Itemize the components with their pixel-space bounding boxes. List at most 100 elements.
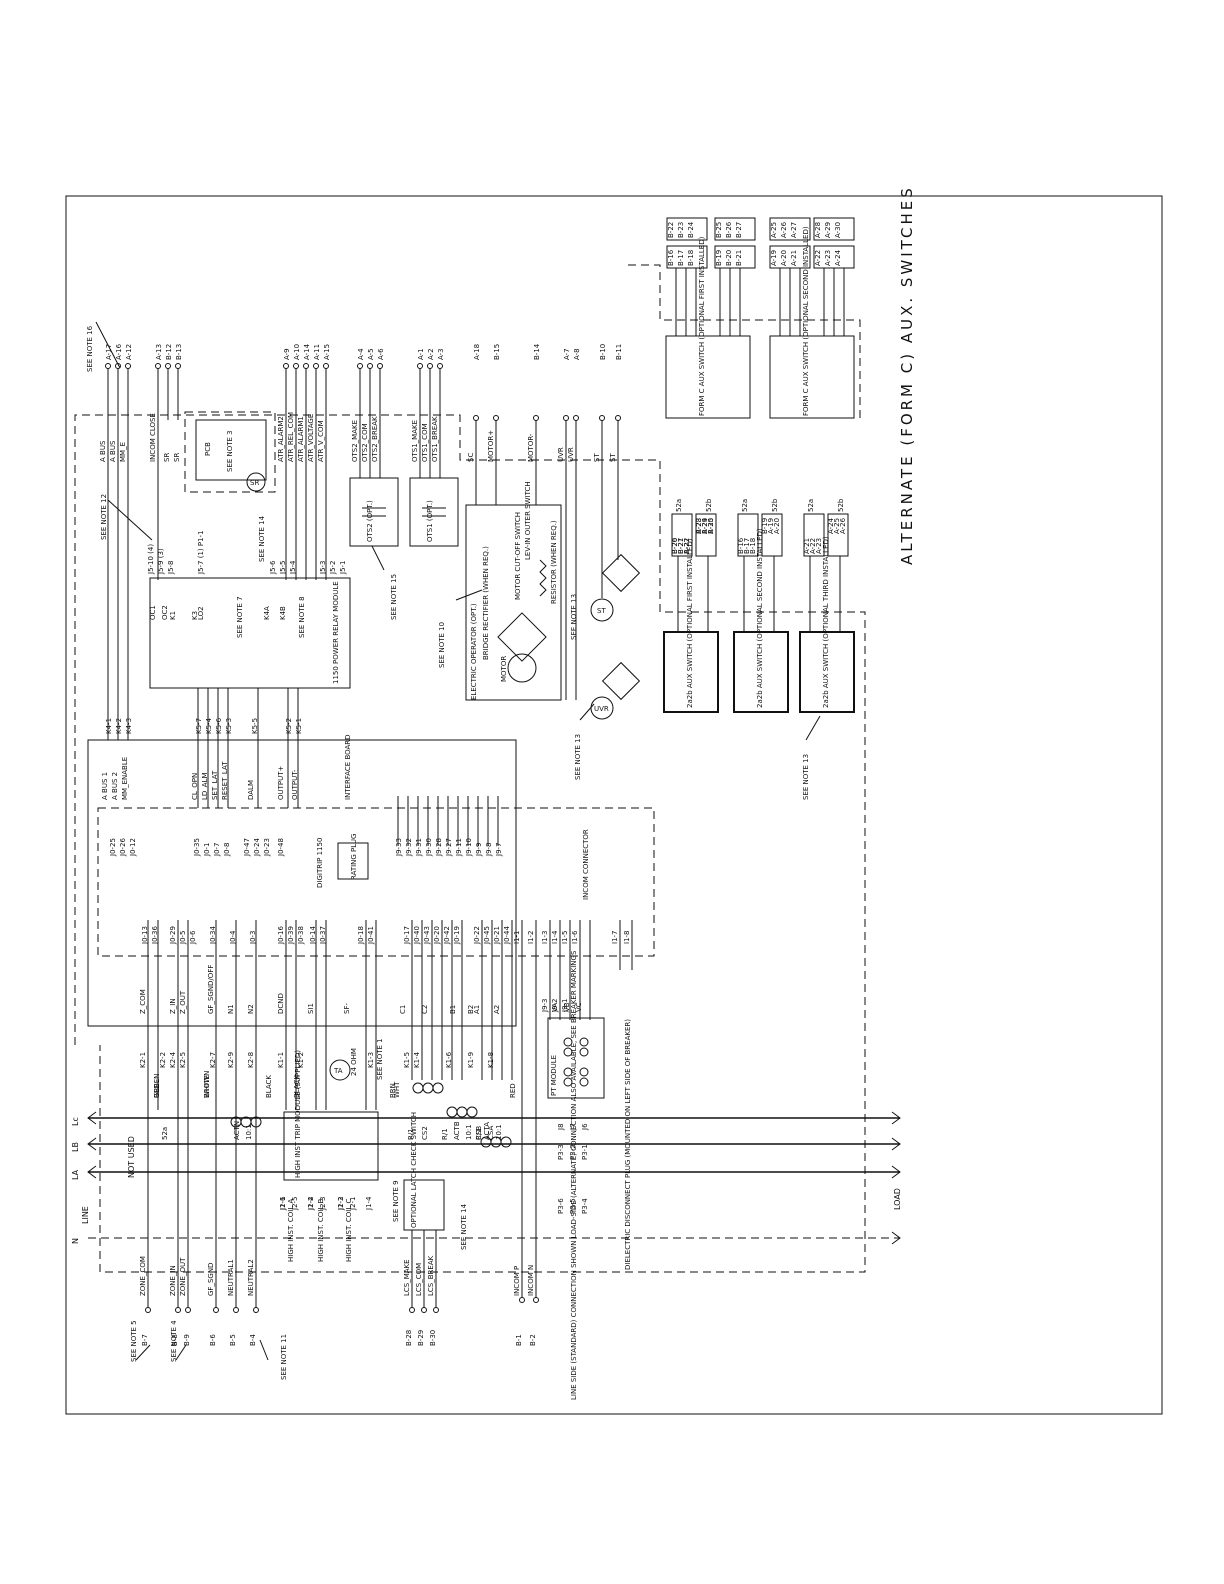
wire-color-label: BLACK — [293, 1075, 301, 1098]
note-1: SEE NOTE 1 — [376, 1038, 384, 1080]
form-c-terminal-label: A-21 — [790, 250, 798, 266]
aux-terminal-label: A-30 — [707, 518, 715, 534]
relay-pin-label: J5-3 — [319, 561, 327, 576]
signal-label: ATR_VOLTAGE — [307, 414, 315, 462]
terminal-label: A-6 — [377, 348, 385, 360]
signal-label: OTS2_MAKE — [351, 420, 359, 462]
terminal-label: A-9 — [283, 348, 291, 360]
wire-color-label: BLACK — [265, 1075, 273, 1098]
relay-pin-label: J5-6 — [269, 560, 277, 575]
j9-pin-label: J9-9 — [475, 843, 483, 858]
signal-label: INCOM CLOSE — [149, 413, 157, 462]
left-terminal-label: B-5 — [229, 1334, 237, 1346]
board-signal-label: MM_ENABLE — [121, 757, 129, 800]
terminal-label: A-16 — [115, 343, 123, 360]
board-signal-label: OUTPUT+ — [277, 765, 285, 800]
k-pin-label: K4-3 — [125, 718, 133, 734]
terminal-label: A-14 — [303, 343, 311, 360]
form-c-terminal-label: B-26 — [725, 221, 733, 238]
bottom-signal-label: C1 — [399, 1005, 407, 1014]
j0-pin-label: J0-34 — [209, 926, 217, 945]
signal-label: SR — [163, 453, 171, 462]
outer-switch-label: LEV-IN OUTER SWITCH — [524, 481, 532, 560]
terminal-label: A-7 — [563, 348, 571, 360]
left-signal-label: ZONE_IN — [169, 1265, 177, 1296]
j0-pin-label: J0-44 — [503, 926, 511, 945]
sr-coil — [246, 472, 266, 492]
power-relay-module — [149, 577, 351, 689]
k-pin-label: K2-4 — [169, 1051, 177, 1068]
signal-label: UVR — [567, 447, 575, 462]
aux-terminal-label: A-20 — [773, 518, 781, 534]
aux-outline-top — [628, 264, 861, 420]
note-16: SEE NOTE 16 — [86, 325, 94, 372]
board-signal-label: A BUS 1 — [101, 772, 109, 800]
form-c-terminal-label: B-16 — [667, 249, 675, 266]
ct-label: R/1 — [475, 1128, 483, 1140]
terminal-label: A-17 — [105, 344, 113, 360]
signal-label: MOTOR+ — [487, 430, 495, 462]
pt-pin-label: P3-3 — [557, 1144, 565, 1160]
j0-pin-label: J0-13 — [141, 926, 149, 945]
signal-label: ATR_ALARM1 — [297, 416, 305, 462]
relay-contact-label: OC1 — [149, 605, 157, 620]
coil-label: HIGH INST. COIL A — [287, 1199, 295, 1262]
left-terminal-label: B-9 — [183, 1334, 191, 1346]
aux-52-label: 52b — [771, 498, 779, 512]
rating-plug — [337, 842, 369, 880]
pt-pin-label: VA — [551, 1003, 559, 1012]
form-c-terminal-label: A-25 — [770, 222, 778, 238]
signal-label: OTS1_MAKE — [411, 420, 419, 462]
j9-pin-label: J9-33 — [395, 838, 403, 857]
ots2-box — [349, 477, 399, 547]
j0-pin-label: J0-14 — [309, 926, 317, 945]
signal-label: OTS2_BREAK — [371, 416, 379, 462]
incom-connector-label: INCOM CONNECTOR — [582, 829, 590, 900]
terminal-label: A-2 — [427, 348, 435, 360]
left-signal-label: LCS_COM — [415, 1263, 423, 1296]
signal-label: OTS2_COM — [361, 423, 369, 462]
left-signal-label: GF_SGND — [207, 1263, 215, 1296]
k-pin-label: K2-9 — [227, 1052, 235, 1068]
k-pin-label: K5-5 — [251, 718, 259, 734]
bridge-rectifier-label: BRIDGE RECTIFIER (WHEN REQ.) — [482, 546, 490, 660]
st-label: ST — [597, 607, 606, 615]
j9-leads — [397, 796, 499, 846]
j9-pin-label: J9-27 — [445, 838, 453, 857]
left-terminal-label: B-8 — [171, 1334, 179, 1346]
j0-pin-label: J0-4 — [229, 930, 237, 945]
ct-label: 10:1 — [245, 1124, 253, 1140]
j0-pin-label: J0-43 — [423, 926, 431, 945]
left-leads — [147, 1110, 437, 1310]
j0-pin-label: J0-16 — [277, 926, 285, 945]
j9-pin-label: J9-32 — [405, 838, 413, 857]
j0-pin-label: J0-22 — [473, 926, 481, 945]
pt-pin-label: VB — [563, 1002, 571, 1012]
j0-pin-label: J0-1 — [203, 843, 211, 858]
sheet-border — [65, 195, 1163, 1415]
aux-terminal-label: B-18 — [749, 538, 757, 554]
j0-pin-label: J0-23 — [263, 838, 271, 857]
j1-pin-label: J2-6 — [279, 1196, 287, 1211]
coil-label: HIGH INST. COIL C — [345, 1199, 353, 1262]
bottom-signal-label: SI1 — [307, 1003, 315, 1014]
k-pin-label: K1-6 — [445, 1051, 453, 1068]
k-pin-label: K1-3 — [367, 1052, 375, 1068]
bottom-signal-label: Z_OUT — [179, 990, 187, 1014]
aux-leads — [675, 268, 845, 632]
bottom-signal-label: A2 — [493, 1005, 501, 1014]
left-signal-label: ZONE_COM — [139, 1256, 147, 1296]
j0-pin-label: J0-35 — [193, 838, 201, 857]
bottom-signal-label: N1 — [227, 1004, 235, 1014]
form-c-terminal-label: A-28 — [814, 222, 822, 238]
rating-plug-label: RATING PLUG — [350, 834, 358, 880]
terminal-label: A-18 — [473, 344, 481, 360]
electric-operator-label: ELECTRIC OPERATOR (OPT.) — [470, 603, 478, 700]
board-signal-label: CL_OPN — [191, 773, 199, 800]
relay-contact-label: K1 — [169, 611, 177, 620]
j1-pin-label: J1-3 — [337, 1197, 345, 1212]
left-signal-label: INCOM P — [513, 1266, 521, 1296]
